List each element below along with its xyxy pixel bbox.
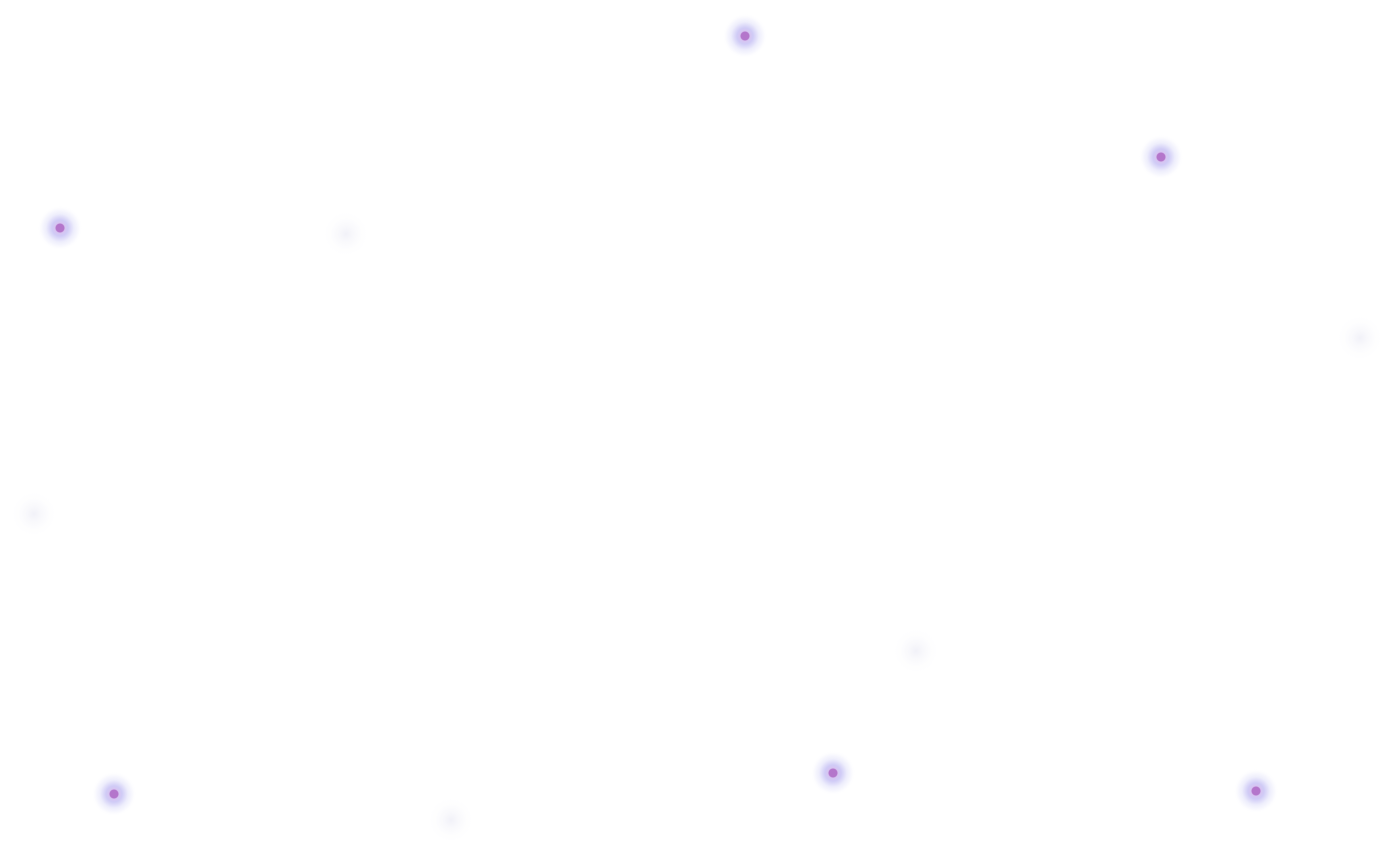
particle-dot [1338,316,1382,360]
particle-dot [12,492,56,536]
particle-dot [811,751,855,795]
particle-dot [324,212,368,256]
particle-dot [723,14,767,58]
particle-dot [1139,135,1183,179]
particle-dot [92,772,136,816]
particle-dot [429,798,473,842]
particle-dot [38,206,82,250]
particle-dot [894,629,938,673]
particle-dot [1234,769,1278,813]
